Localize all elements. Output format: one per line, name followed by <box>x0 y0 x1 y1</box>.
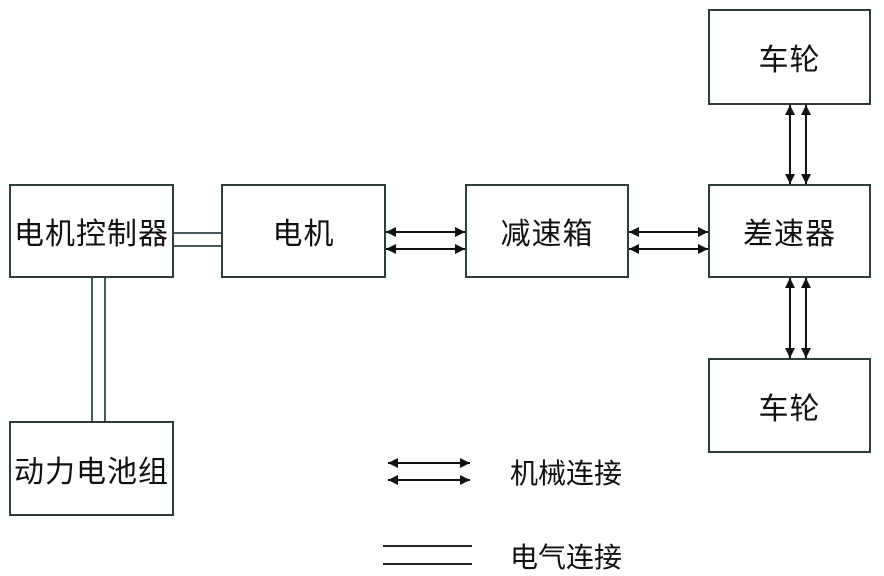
legend-mechanical-symbol <box>388 458 470 485</box>
node-wheel-bottom: 车轮 <box>708 358 871 453</box>
legend-electrical-label: 电气连接 <box>510 541 623 574</box>
node-wheel-top: 车轮 <box>708 9 871 105</box>
legend-electrical-symbol <box>383 545 472 565</box>
node-motor-controller: 电机控制器 <box>9 184 174 278</box>
legend-mechanical-label: 机械连接 <box>510 457 623 490</box>
node-wheel-bottom-label: 车轮 <box>758 391 821 427</box>
electrical-link-controller-motor <box>173 232 222 247</box>
node-motor: 电机 <box>221 184 386 278</box>
electrical-link-controller-battery <box>91 277 106 422</box>
node-wheel-top-label: 车轮 <box>758 43 821 78</box>
mechanical-link-motor-reducer <box>386 227 465 254</box>
mechanical-link-reducer-differential <box>629 227 708 254</box>
node-reducer: 减速箱 <box>465 184 629 278</box>
mechanical-link-differential-wheel-bottom <box>785 278 811 358</box>
node-battery-pack: 动力电池组 <box>9 421 174 516</box>
node-battery-pack-label: 动力电池组 <box>14 454 169 490</box>
node-differential-label: 差速器 <box>743 217 836 252</box>
node-motor-controller-label: 电机控制器 <box>14 217 169 252</box>
mechanical-link-differential-wheel-top <box>785 105 811 184</box>
node-motor-label: 电机 <box>272 217 335 252</box>
node-reducer-label: 减速箱 <box>500 217 594 252</box>
node-differential: 差速器 <box>708 184 871 278</box>
